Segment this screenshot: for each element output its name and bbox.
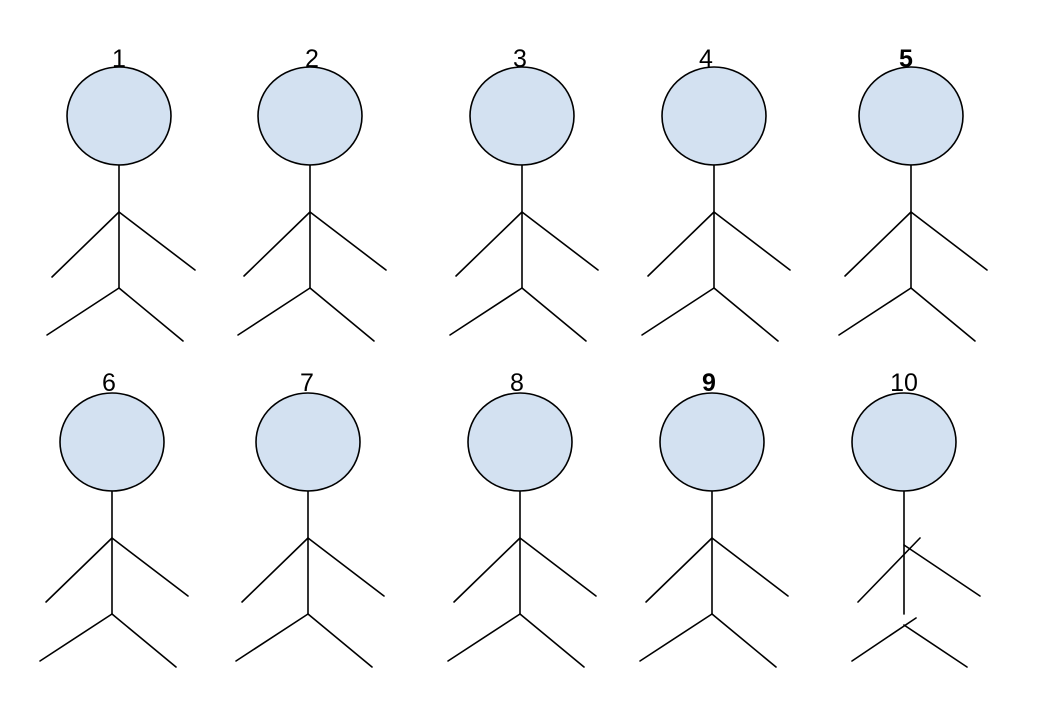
- figure-right-leg: [111, 613, 177, 668]
- figure-head: [257, 66, 363, 166]
- figure-right-arm: [111, 537, 189, 597]
- figure-head: [467, 392, 573, 492]
- stick-figure-2: 2: [237, 45, 387, 342]
- figure-left-arm: [857, 537, 921, 603]
- figure-head: [659, 392, 765, 492]
- figure-label: 8: [510, 369, 524, 397]
- stick-figure-3: 3: [449, 45, 599, 342]
- figure-left-arm: [455, 211, 523, 277]
- figure-left-leg: [851, 617, 917, 662]
- figure-left-leg: [449, 287, 523, 336]
- figure-label: 9: [702, 369, 716, 397]
- figure-label: 7: [300, 369, 314, 397]
- figure-label: 6: [102, 369, 116, 397]
- figure-right-arm: [713, 211, 791, 271]
- stick-figure-7: 7: [235, 369, 385, 668]
- figure-right-leg: [309, 287, 375, 342]
- figure-right-arm: [903, 544, 981, 597]
- figure-left-leg: [235, 613, 309, 662]
- figure-label: 3: [513, 45, 527, 73]
- figure-head: [255, 392, 361, 492]
- figure-head: [851, 392, 957, 492]
- figure-head: [469, 66, 575, 166]
- figure-label: 5: [899, 45, 913, 73]
- figure-right-leg: [713, 287, 779, 342]
- figure-left-leg: [838, 287, 912, 336]
- figure-right-arm: [711, 537, 789, 597]
- figure-left-leg: [641, 287, 715, 336]
- figure-head: [661, 66, 767, 166]
- figure-left-leg: [237, 287, 311, 336]
- stick-figure-1: 1: [46, 45, 196, 342]
- stick-figure-6: 6: [39, 369, 189, 668]
- stick-figure-9: 9: [639, 369, 789, 668]
- figure-left-leg: [46, 287, 120, 336]
- figure-right-leg: [521, 287, 587, 342]
- figure-right-arm: [118, 211, 196, 271]
- figure-left-arm: [647, 211, 715, 277]
- stick-figure-5: 5: [838, 45, 988, 342]
- figure-left-leg: [39, 613, 113, 662]
- figure-left-arm: [844, 211, 912, 277]
- figure-label: 2: [305, 45, 319, 73]
- stick-figure-10: 10: [851, 369, 981, 668]
- figure-label: 4: [699, 45, 713, 73]
- figure-right-leg: [307, 613, 373, 668]
- figure-left-arm: [241, 537, 309, 603]
- figure-head: [59, 392, 165, 492]
- stick-figure-8: 8: [447, 369, 597, 668]
- figure-right-leg: [118, 287, 184, 342]
- figure-right-leg: [519, 613, 585, 668]
- figure-left-arm: [645, 537, 713, 603]
- stick-figure-4: 4: [641, 45, 791, 342]
- figure-right-arm: [521, 211, 599, 271]
- figure-right-arm: [910, 211, 988, 271]
- figure-right-arm: [309, 211, 387, 271]
- figure-right-leg: [903, 624, 968, 668]
- figure-left-leg: [639, 613, 713, 662]
- figure-left-arm: [243, 211, 311, 277]
- figure-right-leg: [711, 613, 777, 668]
- figure-label: 1: [112, 45, 126, 73]
- figure-right-arm: [519, 537, 597, 597]
- figure-left-arm: [51, 211, 120, 278]
- figure-left-arm: [453, 537, 521, 603]
- figure-right-leg: [910, 287, 976, 342]
- figure-right-arm: [307, 537, 385, 597]
- figure-left-arm: [45, 537, 113, 603]
- figure-head: [858, 66, 964, 166]
- figure-head: [66, 66, 172, 166]
- figure-left-leg: [447, 613, 521, 662]
